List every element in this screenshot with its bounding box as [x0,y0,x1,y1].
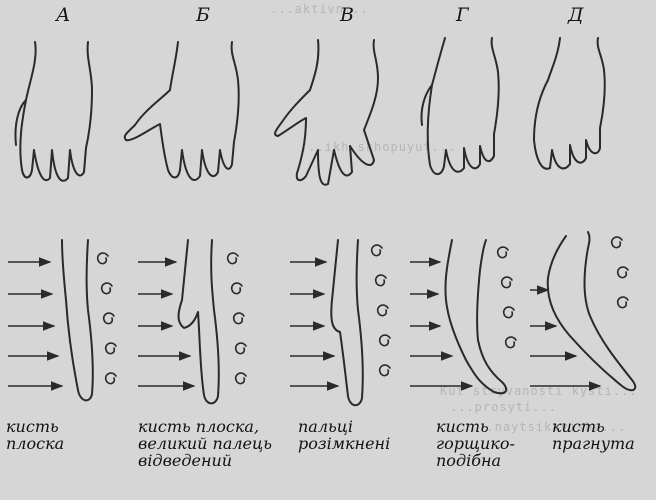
hand-a-side [62,240,93,400]
caption-line: кисть [6,418,64,435]
hand-a-palm [15,42,92,181]
caption-a: кисть плоска [6,418,64,452]
hand-v-palm [275,40,378,185]
caption-line: горщико- [436,435,515,452]
column-letter-a: А [56,4,70,26]
caption-line: подібна [436,452,515,469]
caption-line: кисть [436,418,515,435]
caption-g: кисть горщико- подібна [436,418,515,469]
hand-v-side [331,240,363,405]
column-letter-b: Б [196,4,210,26]
column-letter-v: В [340,4,354,26]
hand-b-palm [125,42,239,180]
caption-b: кисть плоска, великий палець відведений [138,418,272,469]
caption-line: відведений [138,452,272,469]
hand-d-palm [534,38,605,169]
hand-b-side [179,240,219,403]
caption-d: кисть прагнута [552,418,635,452]
caption-line: кисть [552,418,635,435]
caption-line: плоска [6,435,64,452]
column-letter-g: Г [456,4,469,26]
hand-g-palm [421,38,498,174]
caption-v: пальці розімкнені [298,418,390,452]
caption-line: прагнута [552,435,635,452]
caption-line: пальці [298,418,390,435]
column-letter-d: Д [568,4,583,26]
caption-line: розімкнені [298,435,390,452]
caption-line: великий палець [138,435,272,452]
hand-g-side [445,240,506,393]
hand-d-side [548,232,636,390]
water-flow-arrows [8,262,600,386]
caption-line: кисть плоска, [138,418,272,435]
